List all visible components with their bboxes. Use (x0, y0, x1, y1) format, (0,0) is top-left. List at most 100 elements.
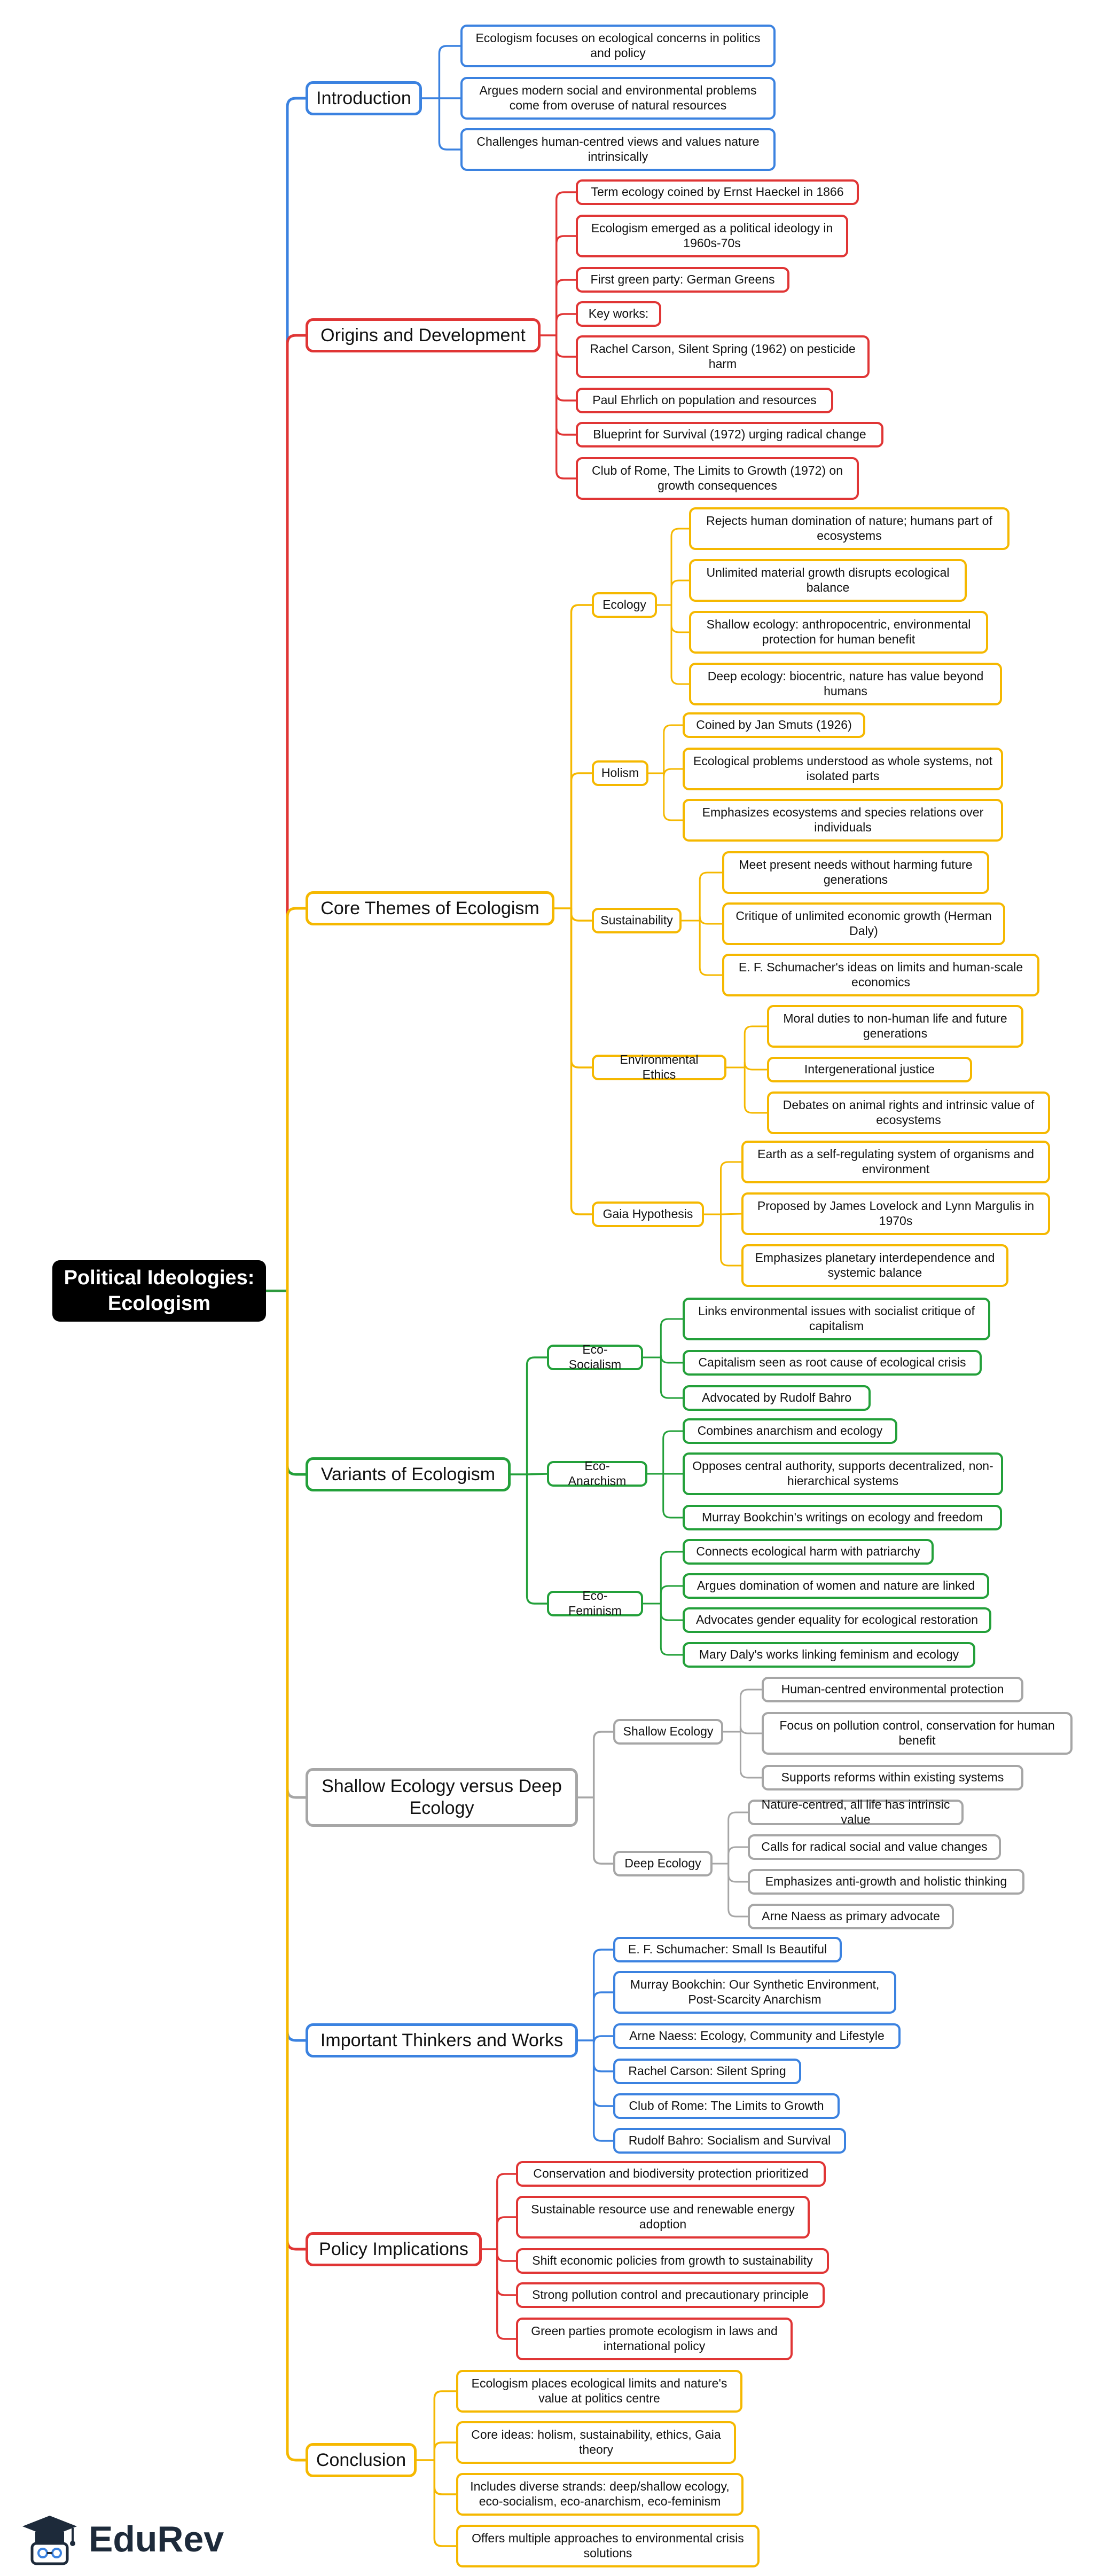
leaf-conservation-and-biodiversity-protection: Conservation and biodiversity protection… (516, 2161, 826, 2187)
leaf-term-ecology-coined-by-ernst-haeckel-in-: Term ecology coined by Ernst Haeckel in … (576, 179, 859, 205)
connector-line (739, 1688, 762, 1732)
connector-line (744, 1062, 767, 1071)
leaf-paul-ehrlich-on-population-and-resources: Paul Ehrlich on population and resources (576, 388, 833, 413)
root-topic: Political Ideologies: Ecologism (52, 1260, 266, 1322)
connector-line (433, 2441, 456, 2460)
connector-line (496, 2216, 516, 2249)
connector-line (570, 604, 592, 908)
leaf-shallow-ecology-anthropocentric-environm: Shallow ecology: anthropocentric, enviro… (689, 611, 988, 654)
connector-line (286, 1291, 306, 2042)
connector-line (526, 1356, 547, 1474)
connector-line (496, 2249, 516, 2262)
connector-line (744, 1067, 767, 1114)
topic-deep-ecology: Deep Ecology (613, 1851, 713, 1876)
branch-introduction: Introduction (306, 81, 422, 115)
connector-line (433, 2460, 456, 2547)
connector-line (739, 1732, 762, 1779)
connector-line (555, 335, 576, 436)
connector-line (720, 1214, 741, 1267)
leaf-arne-naess-ecology-community-and-lifesty: Arne Naess: Ecology, Community and Lifes… (613, 2023, 901, 2049)
leaf-earth-as-a-self-regulating-system-of-org: Earth as a self-regulating system of org… (741, 1141, 1050, 1183)
connector-line (660, 1318, 683, 1357)
topic-gaia-hypothesis: Gaia Hypothesis (592, 1201, 704, 1227)
leaf-key-works: Key works: (576, 301, 661, 327)
branch-shallow-ecology-versus-deep-ecology: Shallow Ecology versus Deep Ecology (306, 1768, 578, 1827)
connector-line (592, 2035, 613, 2044)
leaf-connects-ecological-harm-with-patriarchy: Connects ecological harm with patriarchy (683, 1539, 934, 1565)
connector-line (570, 908, 592, 922)
connector-line (570, 908, 592, 1069)
leaf-e-f-schumacher-small-is-beautiful: E. F. Schumacher: Small Is Beautiful (613, 1937, 842, 1962)
leaf-first-green-party-german-greens: First green party: German Greens (576, 267, 789, 293)
connector-line (286, 1291, 306, 1799)
leaf-unlimited-material-growth-disrupts-ecolo: Unlimited material growth disrupts ecolo… (689, 559, 967, 602)
graduation-cap-icon (22, 2516, 77, 2565)
connector-line (286, 1291, 306, 1476)
leaf-ecological-problems-understood-as-whole-: Ecological problems understood as whole … (683, 748, 1003, 790)
connector-line (699, 921, 722, 976)
leaf-nature-centred-all-life-has-intrinsic-va: Nature-centred, all life has intrinsic v… (748, 1797, 964, 1826)
connector-line (438, 45, 460, 98)
connector-line (670, 528, 689, 605)
branch-conclusion: Conclusion (306, 2443, 417, 2477)
leaf-ecologism-focuses-on-ecological-concerns: Ecologism focuses on ecological concerns… (460, 25, 776, 67)
branch-policy-implications: Policy Implications (306, 2232, 482, 2266)
topic-sustainability: Sustainability (592, 908, 682, 933)
connector-line (660, 1357, 683, 1399)
leaf-ecologism-emerged-as-a-political-ideolog: Ecologism emerged as a political ideolog… (576, 215, 848, 257)
connector-line (663, 768, 683, 777)
connector-line (555, 335, 576, 480)
connector-line (433, 2460, 456, 2495)
connector-line (727, 1864, 748, 1883)
connector-line (592, 2040, 613, 2072)
connector-line (699, 871, 722, 921)
topic-eco-feminism: Eco-Feminism (547, 1589, 643, 1617)
connector-line (286, 907, 306, 1291)
leaf-proposed-by-james-lovelock-and-lynn-marg: Proposed by James Lovelock and Lynn Marg… (741, 1192, 1050, 1235)
connector-line (662, 1474, 683, 1519)
leaf-debates-on-animal-rights-and-intrinsic-v: Debates on animal rights and intrinsic v… (767, 1091, 1050, 1134)
leaf-advocated-by-rudolf-bahro: Advocated by Rudolf Bahro (683, 1385, 871, 1411)
leaf-rudolf-bahro-socialism-and-survival: Rudolf Bahro: Socialism and Survival (613, 2128, 846, 2154)
leaf-e-f-schumacher-s-ideas-on-limits-and-hum: E. F. Schumacher's ideas on limits and h… (722, 954, 1039, 996)
connector-line (555, 335, 576, 358)
leaf-meet-present-needs-without-harming-futur: Meet present needs without harming futur… (722, 851, 989, 894)
connector-line (660, 1355, 683, 1364)
connector-line (286, 1291, 306, 2462)
connector-line (286, 334, 306, 1291)
leaf-intergenerational-justice: Intergenerational justice (767, 1057, 972, 1082)
connector-line (663, 724, 683, 773)
leaf-deep-ecology-biocentric-nature-has-value: Deep ecology: biocentric, nature has val… (689, 663, 1002, 705)
leaf-includes-diverse-strands-deep-shallow-ec: Includes diverse strands: deep/shallow e… (456, 2473, 744, 2516)
connector-line (570, 908, 592, 1215)
leaf-rachel-carson-silent-spring-1962-on-pest: Rachel Carson, Silent Spring (1962) on p… (576, 335, 870, 378)
connector-line (720, 1161, 741, 1214)
connector-line (663, 773, 683, 821)
leaf-argues-domination-of-women-and-nature-ar: Argues domination of women and nature ar… (683, 1573, 989, 1599)
leaf-sustainable-resource-use-and-renewable-e: Sustainable resource use and renewable e… (516, 2196, 810, 2239)
branch-variants-of-ecologism: Variants of Ecologism (306, 1457, 511, 1491)
connector-line (526, 1474, 547, 1605)
topic-shallow-ecology: Shallow Ecology (613, 1719, 723, 1745)
leaf-combines-anarchism-and-ecology: Combines anarchism and ecology (683, 1418, 897, 1444)
leaf-capitalism-seen-as-root-cause-of-ecologi: Capitalism seen as root cause of ecologi… (683, 1350, 982, 1376)
leaf-focus-on-pollution-control-conservation-: Focus on pollution control, conservation… (762, 1712, 1073, 1755)
connector-line (727, 1864, 748, 1918)
connector-line (744, 1025, 767, 1067)
connector-line (592, 1991, 613, 2040)
leaf-human-centred-environmental-protection: Human-centred environmental protection (762, 1677, 1023, 1702)
connector-line (555, 235, 576, 335)
branch-important-thinkers-and-works: Important Thinkers and Works (306, 2023, 578, 2057)
connector-line (592, 2040, 613, 2142)
leaf-murray-bookchin-our-synthetic-environmen: Murray Bookchin: Our Synthetic Environme… (613, 1971, 896, 2014)
connector-line (662, 1430, 683, 1474)
leaf-challenges-human-centred-views-and-value: Challenges human-centred views and value… (460, 128, 776, 171)
leaf-core-ideas-holism-sustainability-ethics-: Core ideas: holism, sustainability, ethi… (456, 2421, 736, 2464)
leaf-green-parties-promote-ecologism-in-laws-: Green parties promote ecologism in laws … (516, 2318, 793, 2360)
connector-line (739, 1725, 762, 1734)
leaf-links-environmental-issues-with-socialis: Links environmental issues with socialis… (683, 1298, 990, 1340)
leaf-advocates-gender-equality-for-ecological: Advocates gender equality for ecological… (683, 1607, 991, 1633)
connector-line (670, 579, 689, 605)
